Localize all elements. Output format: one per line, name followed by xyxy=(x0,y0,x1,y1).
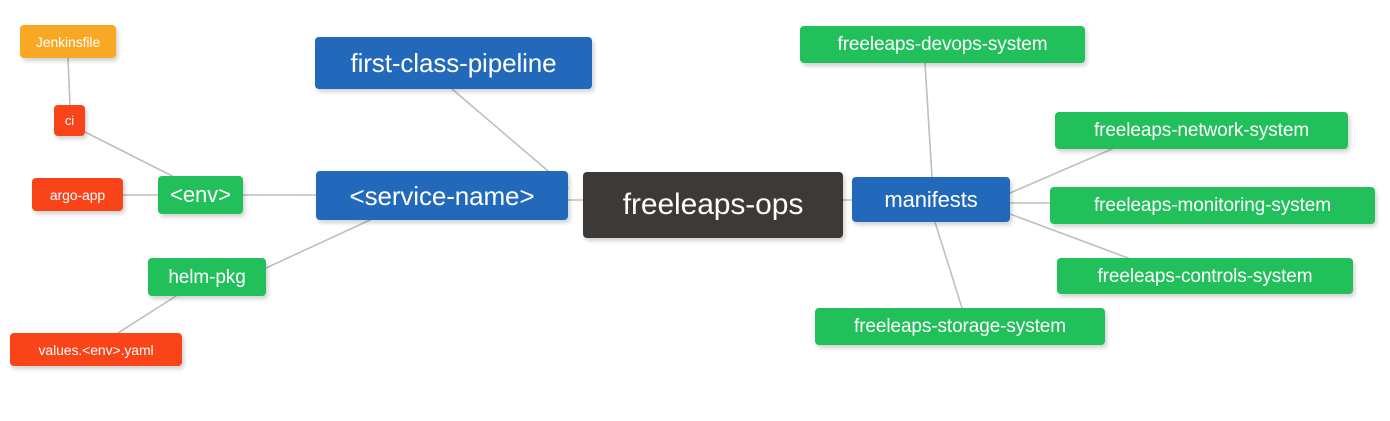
node-label-argo-app: argo-app xyxy=(49,186,106,203)
node-label-ci: ci xyxy=(64,113,75,128)
node-label-freeleaps-storage-system: freeleaps-storage-system xyxy=(854,316,1066,337)
node-manifests[interactable]: manifests xyxy=(852,177,1010,222)
node-argo-app[interactable]: argo-app xyxy=(32,178,123,211)
node-service-name[interactable]: <service-name> xyxy=(316,171,568,220)
node-label-freeleaps-monitoring-system: freeleaps-monitoring-system xyxy=(1094,195,1331,216)
edge-jenkinsfile-to-ci xyxy=(67,57,71,106)
node-env[interactable]: <env> xyxy=(158,176,243,214)
node-label-env: <env> xyxy=(170,182,231,207)
node-label-freeleaps-ops: freeleaps-ops xyxy=(622,188,804,221)
node-label-freeleaps-controls-system: freeleaps-controls-system xyxy=(1097,265,1313,287)
node-ci[interactable]: ci xyxy=(54,105,85,136)
node-helm-pkg[interactable]: helm-pkg xyxy=(148,258,266,296)
node-label-manifests: manifests xyxy=(884,186,978,212)
node-values-yaml[interactable]: values.<env>.yaml xyxy=(10,333,182,366)
node-label-jenkinsfile: Jenkinsfile xyxy=(35,33,101,50)
node-freeleaps-monitoring-system[interactable]: freeleaps-monitoring-system xyxy=(1050,187,1375,224)
edge-helm-pkg-to-values-yaml xyxy=(117,295,177,334)
edge-service-name-to-helm-pkg xyxy=(265,219,371,269)
node-label-service-name: <service-name> xyxy=(349,180,535,211)
node-freeleaps-controls-system[interactable]: freeleaps-controls-system xyxy=(1057,258,1353,294)
node-label-first-class-pipeline: first-class-pipeline xyxy=(350,48,557,78)
node-freeleaps-storage-system[interactable]: freeleaps-storage-system xyxy=(815,308,1105,345)
node-freeleaps-ops[interactable]: freeleaps-ops xyxy=(583,172,843,238)
edge-manifests-to-freeleaps-storage-system xyxy=(934,221,963,309)
node-label-helm-pkg: helm-pkg xyxy=(168,266,246,288)
node-label-values-yaml: values.<env>.yaml xyxy=(38,341,154,358)
edge-manifests-to-freeleaps-devops-system xyxy=(924,62,933,178)
node-jenkinsfile[interactable]: Jenkinsfile xyxy=(20,25,116,58)
node-first-class-pipeline[interactable]: first-class-pipeline xyxy=(315,37,592,89)
node-label-freeleaps-network-system: freeleaps-network-system xyxy=(1093,120,1310,141)
node-freeleaps-network-system[interactable]: freeleaps-network-system xyxy=(1055,112,1348,149)
node-freeleaps-devops-system[interactable]: freeleaps-devops-system xyxy=(800,26,1085,63)
node-label-freeleaps-devops-system: freeleaps-devops-system xyxy=(837,34,1048,55)
